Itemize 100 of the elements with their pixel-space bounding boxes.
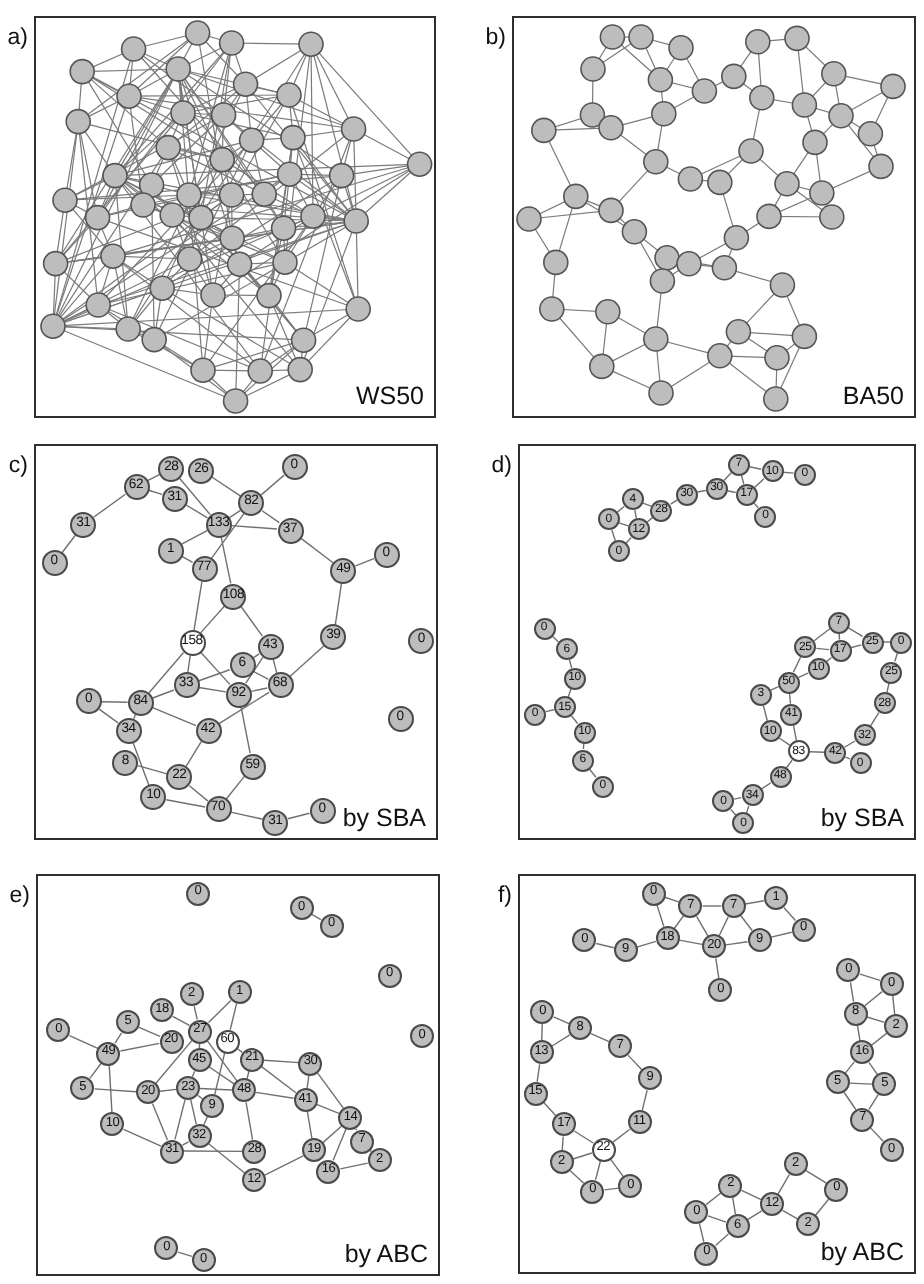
edge-line [748, 466, 762, 470]
edge-line [181, 1141, 190, 1146]
edge-line [187, 654, 191, 674]
panel-caption: WS50 [355, 382, 424, 410]
edge-line [788, 692, 792, 705]
panel-label: a) [7, 26, 28, 52]
edge-line [740, 1189, 762, 1201]
edge-line [211, 476, 242, 497]
edge-line [208, 1066, 235, 1085]
edge-line [707, 1215, 727, 1223]
edge-line [317, 1072, 345, 1109]
edge-line [206, 1039, 238, 1082]
edge-line [813, 627, 831, 642]
panel-label: e) [9, 884, 30, 910]
edge-line [843, 1091, 857, 1111]
edge-line [152, 689, 175, 699]
edge-line [288, 645, 325, 678]
edge-line [782, 471, 795, 474]
edge-line [230, 524, 278, 530]
edge-line [181, 555, 194, 563]
edge-line [200, 651, 231, 686]
edge-line [678, 939, 703, 946]
edge-line [642, 502, 652, 507]
edge-line [93, 1088, 137, 1093]
edge-line [220, 536, 232, 584]
edge-line [151, 1103, 169, 1141]
edge-line [133, 713, 137, 720]
edge-line [582, 742, 585, 750]
edge-line [866, 1016, 886, 1024]
edge-line [542, 1101, 557, 1117]
edge-line [210, 513, 245, 559]
edge-line [568, 659, 573, 669]
edge-line [870, 1127, 884, 1142]
edge-line [847, 626, 864, 638]
edge-line [714, 1233, 730, 1247]
panel-caption: by ABC [344, 1240, 428, 1268]
edge-line [783, 906, 797, 922]
edge-line [119, 1042, 160, 1052]
edge-line [138, 1026, 161, 1037]
edge-line [114, 1032, 123, 1044]
edge-line [797, 672, 809, 679]
edge-line [777, 1173, 791, 1195]
edge-line [572, 1152, 593, 1160]
edge-line [315, 1103, 341, 1115]
edge-line [100, 701, 129, 703]
edge-line [573, 1130, 594, 1144]
edge-line [844, 740, 856, 748]
edge-line [804, 1169, 828, 1184]
edge-line [612, 1128, 631, 1143]
edge-line [792, 724, 798, 742]
edge-line [552, 1016, 570, 1025]
edge-line [260, 474, 285, 496]
edge-line [731, 1196, 737, 1215]
edge-line [634, 509, 638, 520]
edge-line [198, 1042, 201, 1049]
edge-line [272, 658, 278, 674]
edge-line [299, 537, 334, 564]
edge-line [595, 942, 615, 949]
edge-line [754, 478, 765, 488]
edge-line [250, 687, 268, 693]
edge-line [148, 651, 185, 694]
edge-line [705, 1192, 722, 1206]
edge-line [137, 764, 168, 775]
edge-line [122, 1128, 162, 1147]
edge-line [569, 1170, 585, 1184]
panel-label: c) [8, 454, 28, 480]
edge-line [760, 782, 772, 790]
edge-line [240, 706, 251, 754]
edge-line [165, 799, 206, 808]
edge-line [261, 510, 280, 524]
edge-line [177, 1251, 193, 1258]
panel-caption: by SBA [820, 804, 904, 832]
edge-line [196, 1094, 204, 1100]
edge-line [594, 1160, 602, 1181]
edge-line [550, 1034, 571, 1047]
edge-line [98, 708, 119, 724]
edge-line [545, 709, 555, 713]
edge-line [859, 973, 881, 982]
edge-line [61, 534, 77, 554]
edge-line [808, 751, 826, 753]
edge-line [670, 499, 678, 505]
edge-line [132, 742, 150, 786]
edge-line [188, 785, 209, 802]
edge-line [339, 1162, 369, 1170]
edge-line [155, 1039, 193, 1085]
edge-line [781, 1209, 799, 1220]
edge-line [263, 1059, 300, 1064]
edge-line [695, 915, 709, 937]
edge-line [664, 896, 680, 903]
edge-line [174, 1098, 186, 1141]
edge-line [89, 1062, 103, 1080]
edge-line [609, 1158, 625, 1178]
edge-line [199, 605, 226, 634]
edge-line [190, 1099, 197, 1125]
edge-line [193, 580, 203, 631]
edge-line [264, 1155, 304, 1176]
edge-line [769, 685, 780, 691]
edge-line [848, 1082, 874, 1085]
edge-line [815, 647, 830, 651]
edge-line [252, 670, 270, 681]
